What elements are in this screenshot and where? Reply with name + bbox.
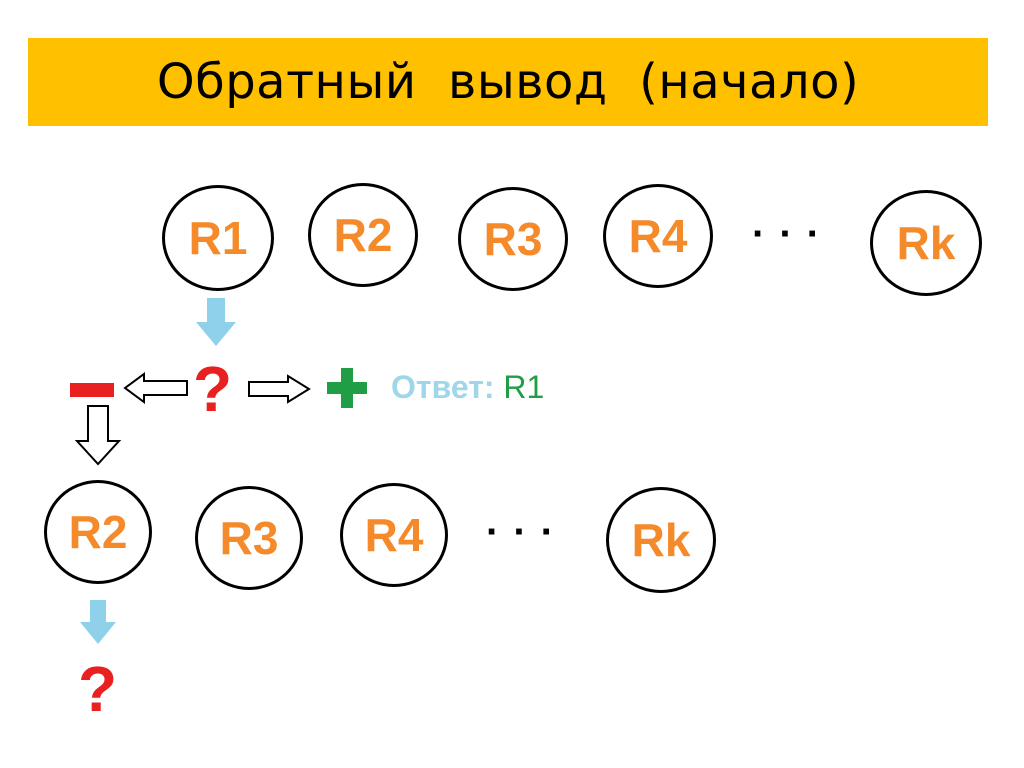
node-label: R2 [68, 506, 128, 558]
minus-icon [70, 383, 114, 397]
node-r3-row1: R3 [458, 187, 568, 291]
node-rk-row2: Rk [606, 487, 716, 593]
node-label: R1 [188, 212, 248, 264]
title-bar: Обратный вывод (начало) [28, 38, 988, 126]
left-arrow-icon [123, 372, 188, 404]
question-mark-main: ? [193, 353, 233, 425]
node-r2-row1: R2 [308, 183, 418, 287]
node-label: R2 [333, 209, 393, 261]
down-arrow-icon [80, 600, 116, 644]
node-label: Rk [631, 514, 691, 566]
node-r4-row1: R4 [603, 184, 713, 288]
node-r3-row2: R3 [195, 486, 303, 590]
node-label: Rk [896, 217, 956, 269]
node-r2-row2: R2 [44, 480, 152, 584]
down-arrow-icon [196, 298, 236, 346]
node-label: R3 [219, 512, 279, 564]
down-outline-arrow-icon [74, 405, 122, 466]
node-label: R3 [483, 213, 543, 265]
node-r1-row1: R1 [162, 185, 274, 291]
node-r4-row2: R4 [340, 483, 448, 587]
right-arrow-icon [248, 374, 311, 404]
page-title: Обратный вывод (начало) [156, 54, 860, 110]
answer: Ответ: R1 [391, 369, 544, 406]
plus-icon [327, 368, 367, 408]
node-rk-row1: Rk [870, 190, 982, 296]
node-label: R4 [364, 509, 424, 561]
ellipsis-row2: ··· [486, 510, 568, 554]
answer-label: Ответ: [391, 369, 495, 405]
question-mark-bottom: ? [78, 653, 118, 725]
answer-value: R1 [503, 369, 545, 405]
ellipsis-row1: ··· [752, 212, 834, 256]
node-label: R4 [628, 210, 688, 262]
